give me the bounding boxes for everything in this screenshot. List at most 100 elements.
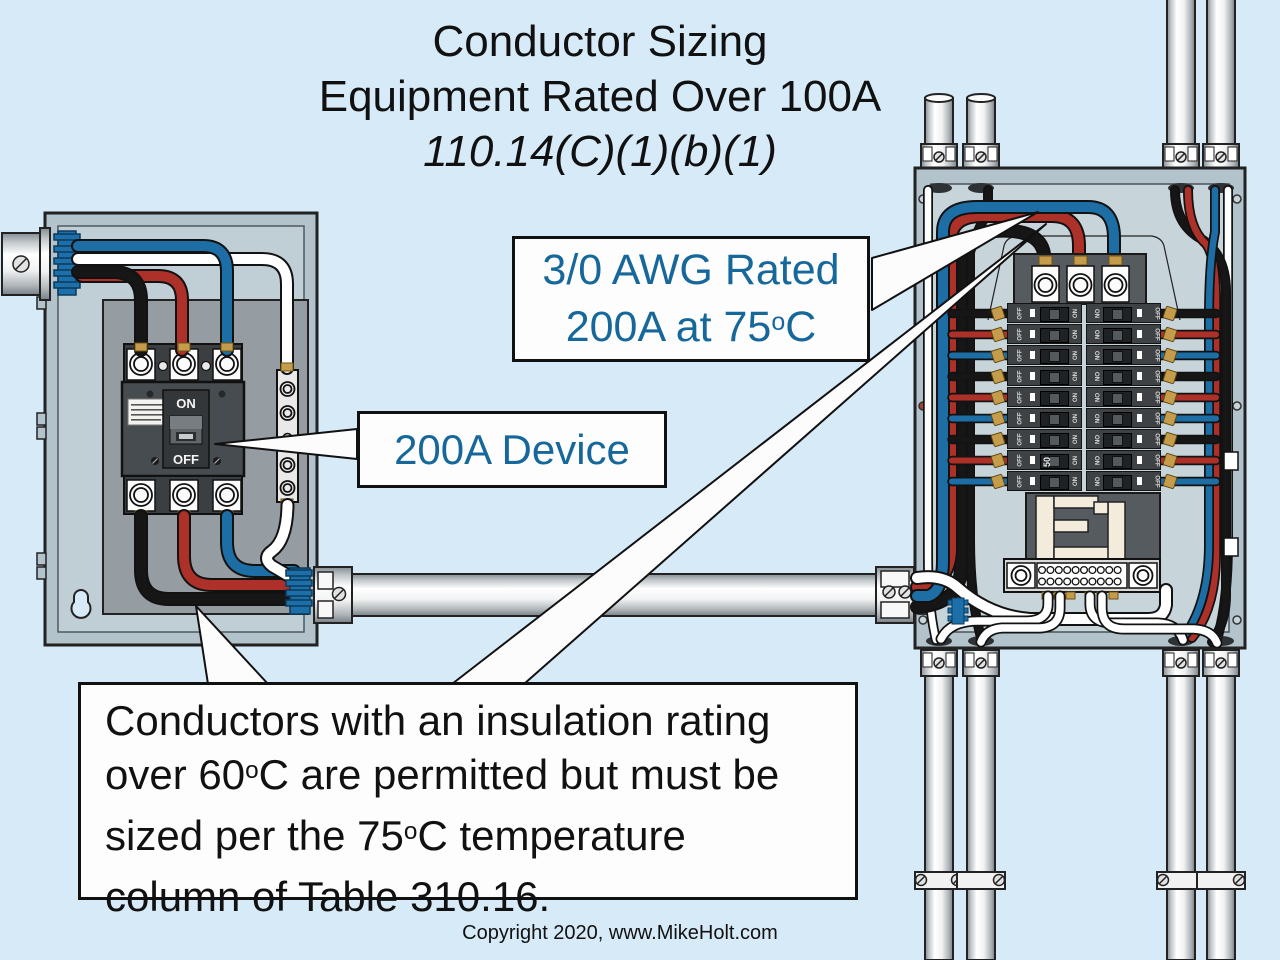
breaker-off-label: OFF bbox=[1016, 328, 1024, 341]
conduit-straps bbox=[914, 871, 1246, 890]
breaker-handle-slot bbox=[1103, 474, 1132, 490]
breaker-handle bbox=[1049, 308, 1060, 320]
breaker-off-label: OFF bbox=[1016, 412, 1024, 425]
breaker-on-label: ON bbox=[1093, 392, 1100, 403]
breaker-handle bbox=[1112, 476, 1123, 488]
breaker-handle-slot bbox=[1103, 348, 1132, 364]
breaker-handle bbox=[1049, 434, 1060, 446]
breaker-off-label: OFF bbox=[1153, 349, 1161, 362]
breaker-handle-slot bbox=[1103, 369, 1132, 385]
neutral-bar-panel bbox=[1003, 558, 1161, 600]
breaker-indicator bbox=[1137, 393, 1142, 401]
keyhole-slot bbox=[70, 588, 92, 619]
breaker-off-label: OFF bbox=[1153, 370, 1161, 383]
breaker-clip bbox=[1162, 473, 1178, 490]
conduit-connector-left bbox=[313, 566, 353, 624]
top-conduits bbox=[920, 0, 1240, 171]
breaker-indicator bbox=[1030, 393, 1035, 401]
cable-clamps bbox=[947, 451, 1239, 625]
breaker-indicator bbox=[1030, 372, 1035, 380]
breaker-clip bbox=[1162, 431, 1178, 448]
callout-pointers bbox=[195, 211, 1047, 685]
breaker-indicator bbox=[1137, 330, 1142, 338]
callout-200a-device: 200A Device bbox=[357, 411, 667, 488]
bottom-conduits bbox=[914, 649, 1246, 960]
breaker-off-label: OFF bbox=[1153, 307, 1161, 320]
breaker-indicator bbox=[1137, 414, 1142, 422]
title-line-1: Conductor Sizing bbox=[432, 17, 768, 66]
breaker-clip bbox=[1162, 347, 1178, 364]
breaker-indicator bbox=[1137, 435, 1142, 443]
breaker-on-label: ON bbox=[1072, 308, 1079, 319]
breaker-off-label: OFF bbox=[1016, 391, 1024, 404]
breaker-off-label: OFF bbox=[1153, 391, 1161, 404]
breaker-handle-slot bbox=[1040, 306, 1069, 322]
breaker-left: OFF ON bbox=[1007, 387, 1082, 407]
breaker-indicator bbox=[1137, 351, 1142, 359]
breaker-on-label: ON bbox=[1072, 392, 1079, 403]
blue-bushing-exit bbox=[285, 567, 313, 615]
breaker-on-label: ON bbox=[1072, 476, 1079, 487]
copyright-text: Copyright 2020, www.MikeHolt.com bbox=[462, 922, 778, 944]
breaker-indicator bbox=[1137, 372, 1142, 380]
main-lugs bbox=[1013, 253, 1147, 305]
text-line: column of Table 310.16. bbox=[105, 873, 551, 920]
text-line: 200A Device bbox=[394, 425, 630, 473]
breaker-off-label: OFF bbox=[1153, 412, 1161, 425]
breaker-handle bbox=[1112, 413, 1123, 425]
breaker-on-label: ON bbox=[1093, 413, 1100, 424]
breaker-off-label: OFF bbox=[1016, 349, 1024, 362]
breaker-indicator bbox=[1137, 477, 1142, 485]
title-code-reference: 110.14(C)(1)(b)(1) bbox=[423, 127, 777, 176]
breaker-handle-slot bbox=[1103, 453, 1132, 469]
breaker-indicator bbox=[1030, 351, 1035, 359]
breaker-clip bbox=[1162, 410, 1178, 427]
breaker-row: OFF ON ON OFF bbox=[990, 387, 1178, 408]
breaker-clip bbox=[1162, 305, 1178, 322]
breaker-on-label: ON bbox=[1093, 455, 1100, 466]
breaker-indicator bbox=[1030, 477, 1035, 485]
breaker-right: ON OFF bbox=[1086, 408, 1161, 428]
title-line-2: Equipment Rated Over 100A bbox=[318, 72, 882, 121]
breaker-clip bbox=[990, 368, 1006, 385]
breaker-clip bbox=[1162, 452, 1178, 469]
conduit-connector-right bbox=[875, 566, 915, 624]
device-on-label: ON bbox=[176, 396, 196, 411]
breaker-indicator bbox=[1030, 414, 1035, 422]
breaker-handle-slot bbox=[1040, 369, 1069, 385]
breaker-handle-slot bbox=[1103, 411, 1132, 427]
breaker-clip bbox=[990, 473, 1006, 490]
breaker-indicator bbox=[1030, 330, 1035, 338]
text-line: 3/0 AWG Rated bbox=[542, 246, 840, 294]
right-gutter-wires bbox=[1170, 185, 1233, 647]
breaker-on-label: ON bbox=[1072, 371, 1079, 382]
busbar bbox=[1025, 492, 1161, 566]
breaker-clip bbox=[990, 305, 1006, 322]
top-conduit-connectors bbox=[920, 143, 1240, 171]
breaker-handle bbox=[1049, 371, 1060, 383]
breaker-handle bbox=[1112, 434, 1123, 446]
text-line: 200A at 75oC bbox=[565, 303, 817, 351]
breaker-on-label: ON bbox=[1093, 329, 1100, 340]
